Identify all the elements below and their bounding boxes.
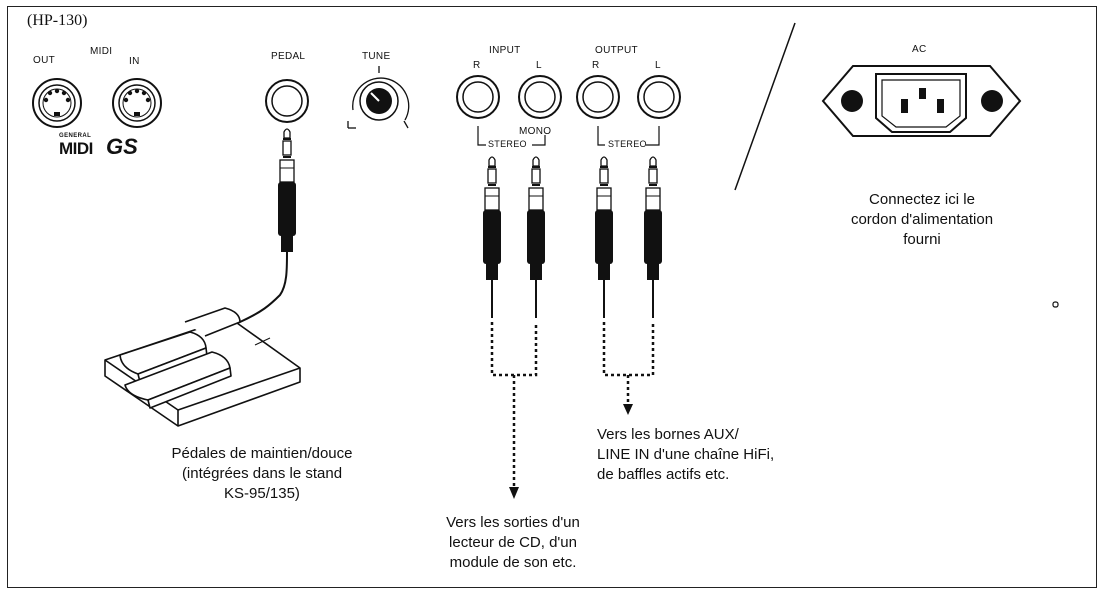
pedals-caption: Pédales de maintien/douce (intégrées dan… — [171, 445, 353, 502]
pedal-jack — [265, 79, 309, 123]
output-dotted-cable — [602, 322, 655, 404]
output-r-jack — [576, 75, 620, 119]
output-stereo-bracket — [597, 126, 660, 146]
diagram-frame — [7, 6, 1097, 588]
output-stereo-label: STEREO — [608, 139, 647, 149]
output-destination-caption: Vers les bornes AUX/ LINE IN d'une chaîn… — [597, 426, 775, 483]
output-r-label: R — [592, 60, 600, 71]
output-r-plug — [594, 156, 614, 281]
input-r-jack — [456, 75, 500, 119]
pedal-plug — [204, 128, 297, 335]
input-destination-caption: Vers les sorties d'un lecteur de CD, d'u… — [446, 514, 580, 571]
input-l-label: L — [536, 60, 542, 71]
input-label: INPUT — [489, 45, 521, 56]
input-r-plug — [482, 156, 502, 281]
model-label: (HP-130) — [27, 12, 88, 29]
input-l-jack — [518, 75, 562, 119]
general-midi-logo: GENERAL MIDI — [59, 133, 93, 158]
tune-label: TUNE — [362, 51, 391, 62]
input-stereo-bracket — [477, 126, 546, 146]
separator-line — [734, 22, 796, 191]
power-cord-caption: Connectez ici le cordon d'alimentation f… — [850, 191, 994, 248]
input-stereo-label: STEREO — [488, 139, 527, 149]
output-l-label: L — [655, 60, 661, 71]
cable-stubs — [491, 280, 654, 318]
midi-group-label: MIDI — [90, 46, 113, 57]
input-dotted-cable — [490, 322, 538, 488]
ac-label: AC — [912, 44, 927, 55]
midi-in-label: IN — [129, 56, 140, 67]
pedal-unit — [104, 307, 301, 427]
midi-out-jack — [32, 78, 82, 128]
mono-label: MONO — [519, 126, 552, 137]
output-l-plug — [643, 156, 663, 281]
midi-out-label: OUT — [33, 55, 56, 66]
gs-logo: GS — [106, 134, 138, 159]
input-r-label: R — [473, 60, 481, 71]
pedal-jack-label: PEDAL — [271, 51, 306, 62]
midi-in-jack — [112, 78, 162, 128]
output-arrow-down — [623, 404, 633, 415]
ac-inlet — [821, 65, 1022, 137]
output-l-jack — [637, 75, 681, 119]
tune-knob — [347, 66, 410, 129]
output-label: OUTPUT — [595, 45, 638, 56]
small-mark — [1052, 301, 1059, 308]
input-arrow-down — [509, 487, 519, 499]
input-l-plug — [526, 156, 546, 281]
